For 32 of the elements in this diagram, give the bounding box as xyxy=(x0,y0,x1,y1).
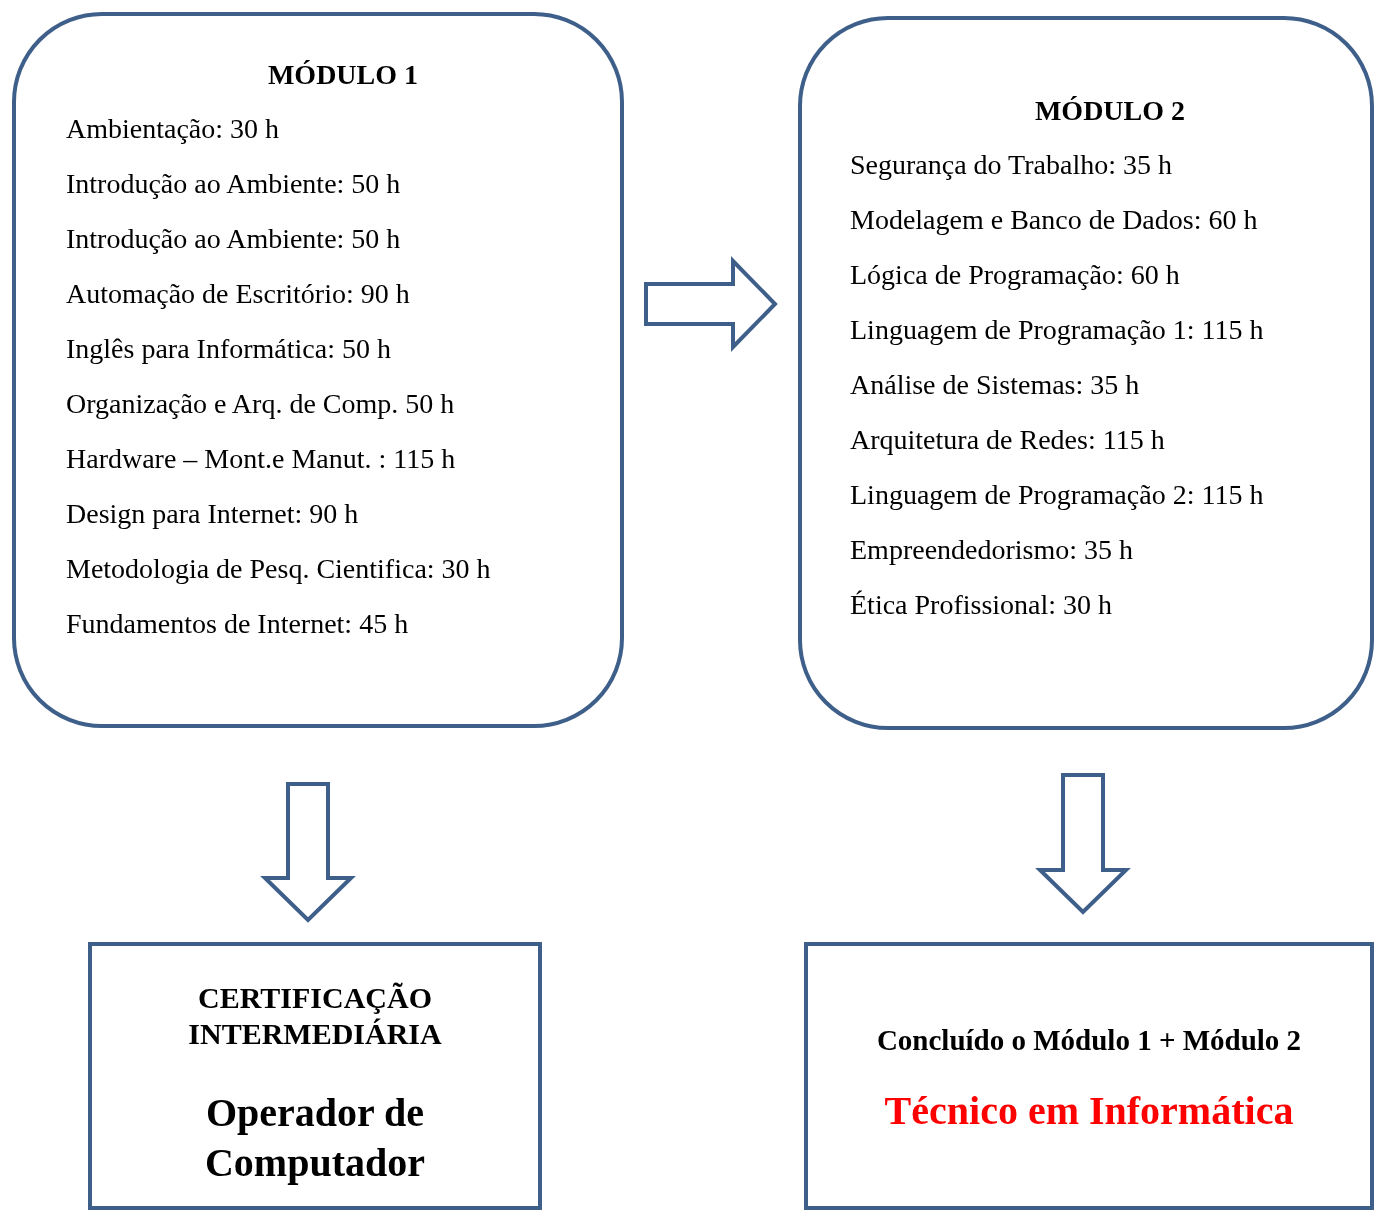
block-arrow xyxy=(1035,773,1131,915)
module-box xyxy=(798,16,1374,730)
module-heading: MÓDULO 1 xyxy=(266,58,420,92)
course-item: Ética Profissional: 30 h xyxy=(850,588,1114,622)
course-item: Análise de Sistemas: 35 h xyxy=(850,368,1141,402)
module-heading: MÓDULO 2 xyxy=(1033,94,1187,128)
course-item: Segurança do Trabalho: 35 h xyxy=(850,148,1173,182)
certificate-title: Técnico em Informática xyxy=(884,1087,1294,1135)
certificate-box xyxy=(88,942,542,1210)
course-item: Arquitetura de Redes: 115 h xyxy=(850,423,1166,457)
course-item: Lógica de Programação: 60 h xyxy=(850,258,1181,292)
course-item: Organização e Arq. de Comp. 50 h xyxy=(66,387,456,421)
certificate-title: Operador de Computador xyxy=(204,1089,426,1187)
certificate-heading: Concluído o Módulo 1 + Módulo 2 xyxy=(876,1023,1302,1058)
course-item: Introdução ao Ambiente: 50 h xyxy=(66,222,402,256)
course-item: Design para Internet: 90 h xyxy=(66,497,360,531)
block-arrow xyxy=(260,782,356,923)
course-item: Ambientação: 30 h xyxy=(66,112,281,146)
course-item: Fundamentos de Internet: 45 h xyxy=(66,607,410,641)
course-item: Hardware – Mont.e Manut. : 115 h xyxy=(66,442,457,476)
course-item: Metodologia de Pesq. Cientifica: 30 h xyxy=(66,552,492,586)
course-item: Introdução ao Ambiente: 50 h xyxy=(66,167,402,201)
course-item: Empreendedorismo: 35 h xyxy=(850,533,1135,567)
module-box xyxy=(12,12,624,728)
certificate-heading: CERTIFICAÇÃO INTERMEDIÁRIA xyxy=(187,980,443,1052)
course-item: Modelagem e Banco de Dados: 60 h xyxy=(850,203,1259,237)
course-item: Automação de Escritório: 90 h xyxy=(66,277,411,311)
course-item: Linguagem de Programação 2: 115 h xyxy=(850,478,1265,512)
block-arrow xyxy=(644,256,778,352)
course-item: Linguagem de Programação 1: 115 h xyxy=(850,313,1265,347)
certificate-box xyxy=(804,942,1374,1210)
course-item: Inglês para Informática: 50 h xyxy=(66,332,392,366)
